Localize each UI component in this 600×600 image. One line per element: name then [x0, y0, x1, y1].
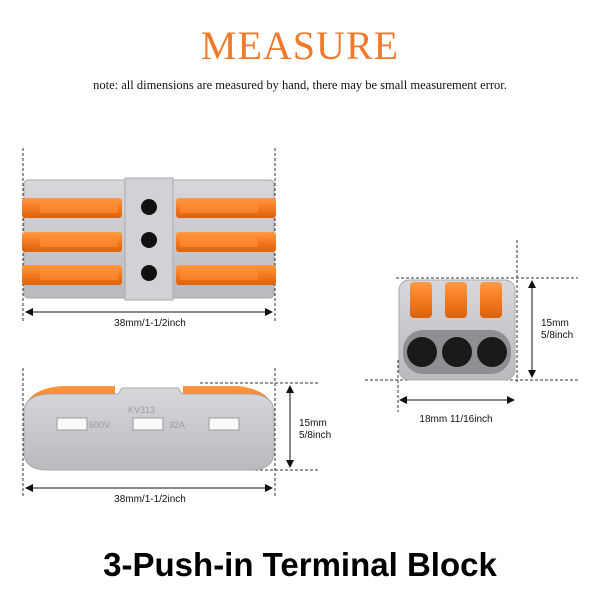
side-view-height-label-line2: 5/8inch [299, 430, 332, 441]
side-view-marking-voltage: 600V [89, 420, 110, 430]
end-view-lever-3 [480, 282, 502, 318]
top-view-test-hole-1 [141, 199, 157, 215]
side-view-slot-3 [208, 417, 240, 431]
product-name-caption: 3-Push-in Terminal Block [103, 546, 497, 583]
top-view-test-hole-3 [141, 265, 157, 281]
side-view-block: KV313 600V 32A [22, 368, 318, 498]
top-view-test-hole-2 [141, 232, 157, 248]
top-view-width-label: 38mm/1-1/2inch [114, 318, 186, 329]
end-view-port-1 [407, 337, 437, 367]
side-view-slot-2 [132, 417, 164, 431]
measurement-note: note: all dimensions are measured by han… [93, 78, 507, 92]
top-view-block [22, 148, 276, 322]
end-view-height-label-line1: 15mm [541, 318, 569, 329]
end-view-block [365, 240, 578, 412]
side-view-height-label-line1: 15mm [299, 418, 327, 429]
side-view-width-label: 38mm/1-1/2inch [114, 494, 186, 505]
side-view-height-label: 15mm 5/8inch [299, 418, 359, 442]
end-view-lever-1 [410, 282, 432, 318]
side-view-slot-1 [56, 417, 88, 431]
end-view-port-3 [477, 337, 507, 367]
end-view-height-label-line2: 5/8inch [541, 330, 574, 341]
end-view-width-label: 18mm 11/16inch [419, 414, 493, 425]
end-view-lever-2 [445, 282, 467, 318]
end-view-height-label: 15mm 5/8inch [541, 318, 597, 342]
end-view-port-2 [442, 337, 472, 367]
page-title: MEASURE [200, 23, 400, 68]
side-view-marking-current: 32A [169, 420, 185, 430]
side-view-marking-model: KV313 [128, 405, 155, 415]
